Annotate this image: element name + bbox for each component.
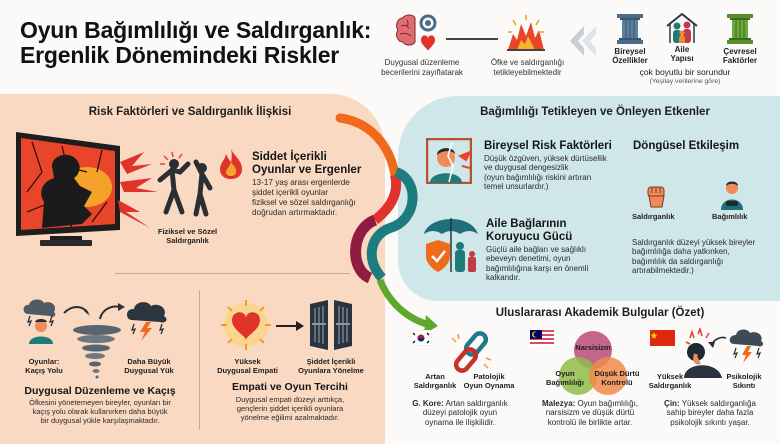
escape-label-left: Oyunlar: Kaçış Yolu xyxy=(25,357,63,375)
umbrella-shield-family-icon xyxy=(420,212,484,278)
venn-label-top: Narsisizm xyxy=(575,343,611,352)
family-protection-text: Güçlü aile bağları ve sağlıklı ebeveyn d… xyxy=(486,245,589,283)
empathy-label-left: Yüksek Duygusal Empati xyxy=(217,357,278,375)
escape-label-right: Daha Büyük Duygusal Yük xyxy=(124,357,174,375)
empathy-title: Empati ve Oyun Tercihi xyxy=(232,381,348,393)
south-korea-flag xyxy=(410,330,432,346)
cycle-title: Döngüsel Etkileşim xyxy=(633,140,740,152)
arrow-right-curved-icon xyxy=(62,305,92,319)
violent-games-text: 13-17 yaş arası ergenlerde şiddet içerik… xyxy=(252,178,356,217)
arrow-right-icon xyxy=(276,321,304,331)
gamer-icon xyxy=(720,180,744,210)
pillar-environment: Çevresel Faktörler xyxy=(718,14,762,65)
korea-label-right: Patolojik Oyun Oynama xyxy=(463,372,515,390)
arrow-up-curved-icon xyxy=(98,303,126,321)
broken-monitor-gamer-icon xyxy=(12,132,162,252)
family-protection-title: Aile Bağlarının Koruyucu Gücü xyxy=(486,218,573,243)
triggers-title: Bağımlılığı Tetikleyen ve Önleyen Etkenl… xyxy=(480,106,710,118)
pillar-icon xyxy=(617,14,643,44)
malaysia-finding-text: Malezya: Oyun bağımlılığı, narsisizm ve … xyxy=(541,399,639,427)
tornado-icon xyxy=(72,324,122,380)
fighting-figures-icon xyxy=(152,150,220,220)
swoosh-connector xyxy=(330,110,440,340)
china-flag xyxy=(650,330,675,346)
fire-icon xyxy=(218,148,244,180)
brain-gear-heart-icon xyxy=(395,12,445,54)
connector-line xyxy=(446,38,498,40)
findings-title: Uluslararası Akademik Bulgular (Özet) xyxy=(495,307,705,319)
double-chevron-left-icon xyxy=(568,24,598,58)
venn-label-left: Oyun Bağımlılığı xyxy=(546,369,584,387)
escape-text: Öfkesini yönetemeyen bireyler, oyunları … xyxy=(29,398,171,425)
venn-label-right: Düşük Dürtü Kontrolü xyxy=(594,369,640,387)
storm-cloud-icon xyxy=(708,328,768,364)
column-divider xyxy=(199,290,200,430)
cycle-label-addiction: Bağımlılık xyxy=(712,212,748,221)
stressed-person-icon xyxy=(678,328,728,378)
cycle-label-aggression: Saldırganlık xyxy=(632,212,675,221)
top-summary: çok boyutlu bir sorundur (Yeşilay verile… xyxy=(639,67,731,85)
korea-finding-text: G. Kore: Artan saldırganlık düzeyi patol… xyxy=(412,399,508,427)
escape-title: Duygusal Düzenleme ve Kaçış xyxy=(24,385,176,397)
fist-icon xyxy=(645,185,667,209)
section-divider xyxy=(115,273,350,274)
risk-factors-title: Risk Faktörleri ve Saldırganlık İlişkisi xyxy=(88,106,292,118)
page-title: Oyun Bağımlılığı ve Saldırganlık: Ergenl… xyxy=(20,17,372,68)
china-label-left: Yüksek Saldırganlık xyxy=(648,372,692,390)
top-item-anger-trigger: Öfke ve saldırganlığı tetikleyebilmekted… xyxy=(490,58,565,77)
china-label-right: Psikolojik Sıkıntı xyxy=(726,372,762,390)
korea-label-left: Artan Saldırganlık xyxy=(413,372,457,390)
pillar-icon xyxy=(727,14,753,44)
malaysia-flag xyxy=(530,330,554,346)
violent-games-title: Siddet İçerikli Oyunlar ve Ergenler xyxy=(252,151,362,176)
cracked-portrait-icon xyxy=(426,138,472,184)
cloud-person-icon xyxy=(20,298,62,344)
family-house-icon xyxy=(665,12,699,44)
empathy-label-right: Şiddet İçerikli Oyunlara Yönelme xyxy=(298,357,364,375)
barred-gate-icon xyxy=(308,300,354,350)
chain-link-icon xyxy=(446,330,496,376)
venn-diagram xyxy=(548,330,638,398)
china-finding-text: Çin: Yüksek saldırganlığa sahip bireyler… xyxy=(664,399,756,427)
pillar-family: Aile Yapısı xyxy=(664,12,700,63)
fight-label: Fiziksel ve Sözel Saldırganlık xyxy=(157,227,218,245)
storm-cloud-icon xyxy=(124,300,172,342)
cycle-text: Saldırganlık düzeyi yüksek bireyler bağı… xyxy=(632,238,756,276)
individual-risk-text: Düşük özgüven, yüksek dürtüsellik ve duy… xyxy=(484,154,607,192)
glowing-heart-icon xyxy=(218,298,274,352)
top-item-emotion-regulation: Duygusal düzenleme becerilerini zayıflat… xyxy=(381,58,463,77)
empathy-text: Duygusal empati düzeyi arttıkça, gençler… xyxy=(235,395,345,422)
pillar-individual: Bireysel Özellikler xyxy=(612,14,648,65)
individual-risk-title: Bireysel Risk Faktörleri xyxy=(484,140,612,152)
explosion-icon xyxy=(505,12,547,54)
